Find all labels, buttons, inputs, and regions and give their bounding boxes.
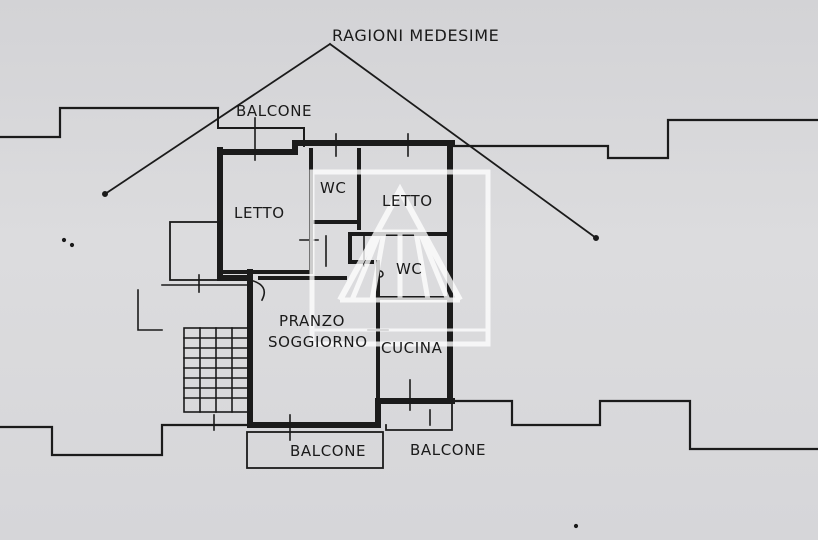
room-label-letto-left: LETTO bbox=[234, 204, 285, 222]
stray-dot-1 bbox=[61, 237, 67, 243]
room-label-wc-mid: WC bbox=[396, 260, 423, 278]
house-perspective-logo-icon bbox=[309, 169, 491, 347]
stray-dot-2 bbox=[69, 242, 75, 248]
stair-treads bbox=[183, 327, 249, 413]
room-label-balcone-bottom-right: BALCONE bbox=[410, 441, 487, 459]
door-swing bbox=[249, 279, 266, 302]
room-label-balcone-top: BALCONE bbox=[236, 102, 313, 120]
landing-left bbox=[137, 289, 163, 331]
room-label-pranzo: PRANZO bbox=[279, 312, 346, 330]
room-label-wc-top: WC bbox=[320, 179, 347, 197]
plan-title: RAGIONI MEDESIME bbox=[332, 26, 500, 45]
roof-point-left bbox=[102, 191, 108, 197]
balcone-bottom-right-outline bbox=[385, 400, 453, 431]
outline-bottom-left bbox=[0, 423, 252, 457]
balcone-bottom-left-outline bbox=[246, 431, 384, 469]
outline-top-left bbox=[0, 106, 220, 139]
annex-box bbox=[169, 221, 221, 281]
outline-bottom-right bbox=[450, 399, 818, 451]
outline-top-right bbox=[450, 118, 818, 160]
balcone-top-outline bbox=[217, 107, 305, 147]
stray-dot-3 bbox=[573, 523, 579, 529]
room-label-letto-right: LETTO bbox=[382, 192, 433, 210]
room-label-balcone-bottom-left: BALCONE bbox=[290, 442, 367, 460]
room-label-soggiorno: SOGGIORNO bbox=[268, 333, 368, 351]
exterior-wall-south bbox=[247, 398, 455, 428]
roof-point-right bbox=[593, 235, 599, 241]
room-label-cucina: CUCINA bbox=[381, 339, 443, 357]
roof-line-right bbox=[328, 42, 598, 240]
landing-outline bbox=[161, 284, 249, 293]
